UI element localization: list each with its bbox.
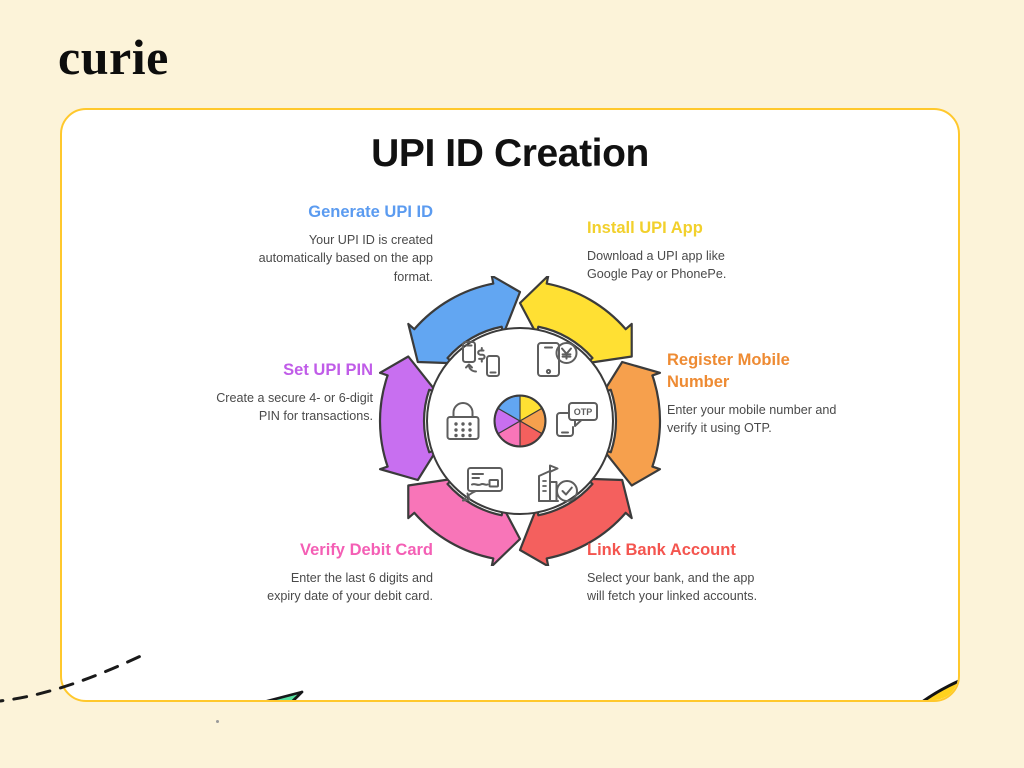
ring-segment-install-upi-app[interactable] [518, 276, 633, 365]
phone-otp-message-icon: OTP [553, 399, 601, 443]
step-title: Set UPI PIN [283, 361, 373, 379]
step-description: Your UPI ID is created automatically bas… [258, 232, 433, 284]
page-title: UPI ID Creation [371, 132, 649, 175]
ring-segment-link-bank-account[interactable] [518, 477, 633, 566]
step-title: Generate UPI ID [308, 203, 433, 221]
ring-segment-register-mobile-number[interactable] [602, 360, 662, 487]
debit-card-signature-icon [459, 462, 507, 506]
ring-segment-verify-debit-card[interactable] [407, 477, 522, 566]
cycle-donut-ring: OTP [375, 276, 665, 566]
bank-verified-icon [533, 462, 581, 506]
center-pie-outline [493, 394, 547, 448]
money-transfer-phones-icon [459, 338, 507, 382]
step-title: Link Bank Account [587, 541, 736, 559]
step-verify-debit-card[interactable]: Verify Debit Card Enter the last 6 digit… [257, 540, 433, 606]
step-generate-upi-id[interactable]: Generate UPI ID Your UPI ID is created a… [257, 202, 433, 286]
step-install-upi-app[interactable]: Install UPI App Download a UPI app like … [587, 218, 763, 284]
step-title: Verify Debit Card [300, 541, 433, 559]
padlock-keypad-icon [439, 399, 487, 443]
step-register-mobile-number[interactable]: Register Mobile Number Enter your mobile… [667, 350, 843, 437]
svg-text:OTP: OTP [574, 407, 593, 417]
ring-segment-set-upi-pin[interactable] [378, 355, 438, 482]
step-description: Download a UPI app like Google Pay or Ph… [587, 248, 727, 282]
step-title: Install UPI App [587, 219, 703, 237]
step-description: Create a secure 4- or 6-digit PIN for tr… [216, 390, 373, 424]
decorative-dot [216, 720, 219, 723]
step-description: Select your bank, and the app will fetch… [587, 570, 758, 604]
step-description: Enter the last 6 digits and expiry date … [267, 570, 433, 604]
ring-segment-generate-upi-id[interactable] [407, 276, 522, 365]
step-set-upi-pin[interactable]: Set UPI PIN Create a secure 4- or 6-digi… [197, 360, 373, 426]
step-title: Register Mobile Number [667, 351, 790, 391]
phone-currency-icon [533, 338, 581, 382]
step-link-bank-account[interactable]: Link Bank Account Select your bank, and … [587, 540, 763, 606]
brand-logo: curie [58, 29, 169, 85]
infographic-card: UPI ID Creation [60, 108, 960, 702]
step-description: Enter your mobile number and verify it u… [667, 402, 837, 435]
diagram-stage: OTP [62, 110, 958, 700]
